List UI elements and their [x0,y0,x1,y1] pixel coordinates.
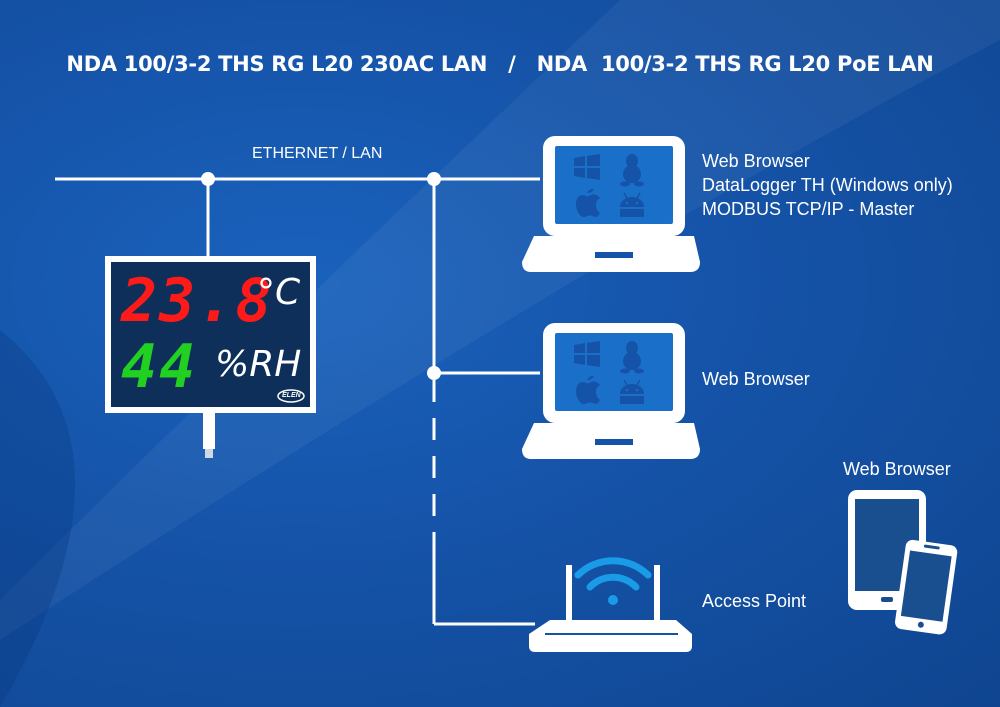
linux-tux-icon [620,154,644,187]
background-swoosh [0,0,1000,640]
linux-tux-icon [620,341,644,374]
probe-tip [205,449,213,458]
ethernet-label: ETHERNET / LAN [252,145,383,162]
router-body [529,620,692,652]
laptop-2-label-browser: Web Browser [702,369,810,389]
apple-icon [575,188,600,218]
led-display-device [105,256,316,458]
router-antenna-left [566,565,572,623]
temperature-value: 23.8 [121,266,274,336]
access-point-label: Access Point [702,591,807,611]
display-panel [111,262,310,407]
probe-stem [203,413,215,449]
router-antenna-right [654,565,660,623]
smartphone-icon [895,539,958,635]
laptop-1-touchpad [595,252,633,258]
apple-icon [575,375,600,405]
laptop-1-label-browser: Web Browser [702,151,810,171]
laptop-1-screen [555,146,673,224]
windows-icon [574,341,600,367]
mobile-label: Web Browser [843,459,951,479]
wifi-signal-icon [574,557,652,605]
laptop-1 [522,136,700,272]
background-swoosh-left [0,330,75,707]
laptop-1-label-datalogger: DataLogger TH (Windows only) [702,175,953,195]
humidity-value: 44 [121,332,198,402]
brand-text: ELEN [282,392,301,399]
laptop-1-label-modbus: MODBUS TCP/IP - Master [702,199,915,219]
humidity-unit: %RH [215,344,302,385]
android-icon [620,379,644,404]
laptop-2 [522,323,700,459]
android-icon [620,192,644,217]
page-title: NDA 100/3-2 THS RG L20 230AC LAN / NDA 1… [66,52,934,76]
temperature-unit: °C [257,272,301,313]
wifi-router-icon [529,557,692,652]
laptop-2-screen [555,333,673,411]
windows-icon [574,154,600,180]
display-readout: 23.8 °C 44 %RH ELEN [111,262,310,407]
brand-logo [277,389,305,403]
laptop-2-touchpad [595,439,633,445]
